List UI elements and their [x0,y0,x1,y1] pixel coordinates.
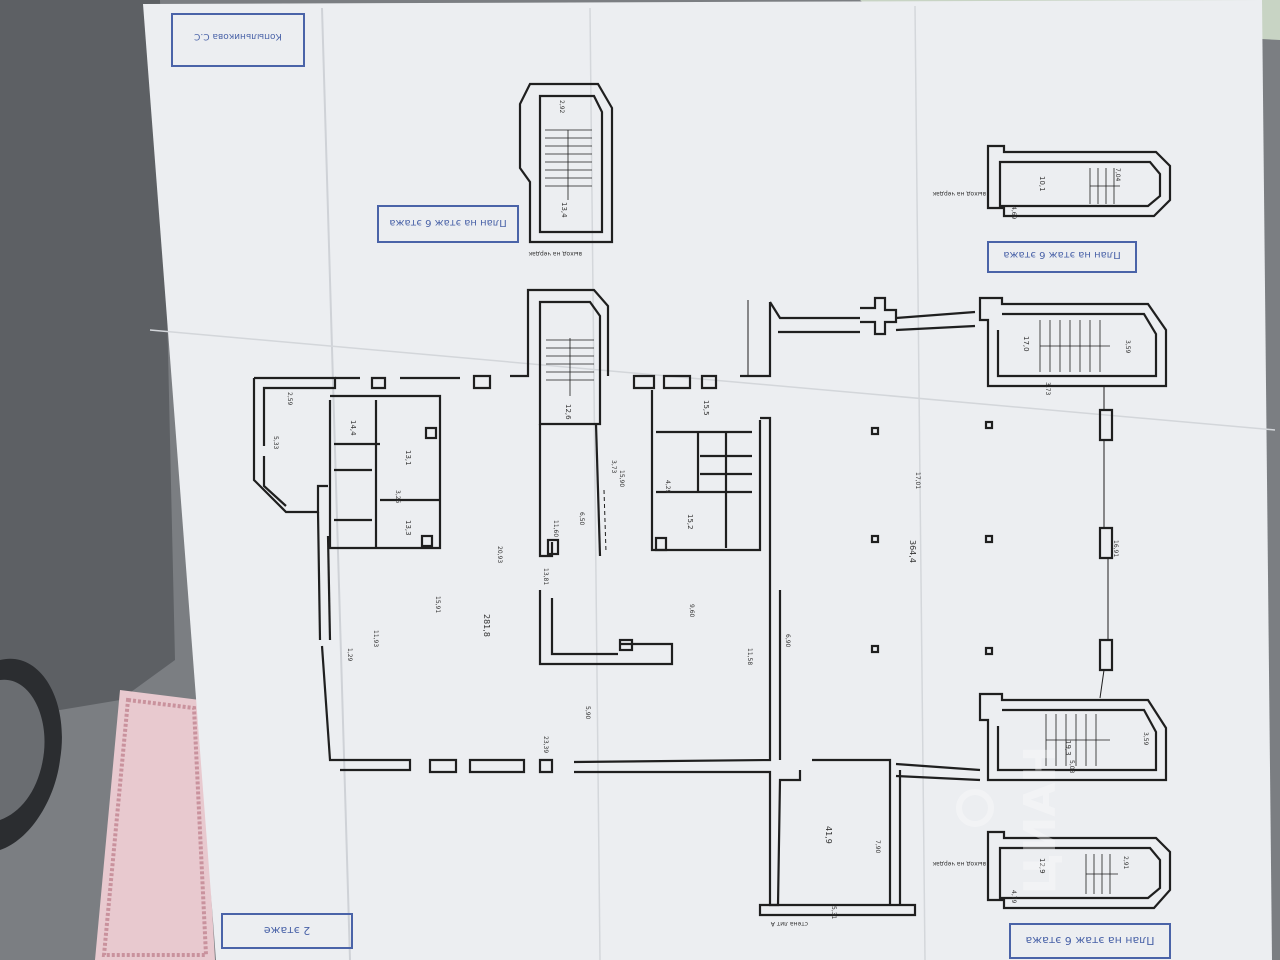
dimension: 3,26 [394,490,401,504]
watermark-text: ЦИАН [1015,746,1066,895]
room-area: 281,8 [482,614,491,637]
room-area: 364,4 [908,540,917,563]
dimension: 23,39 [542,736,549,753]
dimension: 7,90 [874,840,881,854]
stamp-text-bottom-right: План на этаж 6 этажа [1025,934,1154,947]
room-area: 10,1 [1038,176,1046,192]
dimension: 11,60 [552,520,559,537]
dimension: 3,59 [1142,732,1149,746]
stamp-bottom-right: План на этаж 6 этажа [1009,923,1171,959]
room-area: 15,2 [686,514,694,530]
dimension: 4,69 [1010,206,1017,220]
room-area: 14,4 [349,420,357,436]
dimension: 3,59 [1124,340,1131,354]
dimension: 17,01 [914,472,921,489]
dimension: 16,91 [1112,540,1119,557]
dimension: 3,73 [610,460,617,474]
dimension: 5,31 [830,906,837,920]
dimension: 5,90 [584,706,591,720]
stamp-center-top: План на этаж 6 этажа [377,205,519,243]
paper-sheet [143,0,1272,960]
dimension: 2,92 [558,100,565,114]
dimension: 5,08 [1068,760,1075,774]
dimension: 20,93 [496,546,503,563]
dimension: 1,29 [346,648,353,662]
stamp-right-upper: План на этаж 6 этажа [987,241,1137,273]
stamp-bottom-left: 2 этаже [221,913,353,949]
dimension: 3,73 [1044,382,1051,396]
dimension: 6,90 [784,634,791,648]
watermark: ЦИАН [956,746,1066,895]
dark-area-left [0,0,175,720]
room-area: 13,1 [404,450,412,466]
dimension: 11,58 [746,648,753,665]
room-area: 41,9 [824,826,833,844]
dimension: 2,91 [1122,856,1129,870]
exit-roof-label: выход на чердак [932,190,986,197]
dimension: 6,50 [578,512,585,526]
exit-roof-label: выход на чердак [528,250,582,257]
dimension: 2,59 [286,392,293,406]
dimension-labels: 20,93 15,91 11,93 23,39 17,01 13,81 11,5… [272,100,1149,920]
room-area: 13,3 [404,520,412,536]
stamp-text-center-top: План на этаж 6 этажа [389,217,506,228]
dimension: 4,79 [1010,890,1017,904]
dimension: 15,90 [618,470,625,487]
dimension: 4,29 [664,480,671,494]
stamp-text-bottom-left: 2 этаже [264,924,311,937]
floor-plan [252,82,1172,917]
dimension: 9,60 [688,604,695,618]
exit-roof-label: выход на чердак [932,860,986,867]
dimension: 15,91 [434,596,441,613]
room-area: 13,4 [560,202,568,218]
stamp-text-right-upper: План на этаж 6 этажа [1003,249,1120,260]
dimension: 11,93 [372,630,379,647]
room-area: 19,3 [1064,740,1072,756]
certificate-paper [95,690,215,960]
stamp-text-top-left: Копыльникова С.С [194,31,282,41]
room-area: 12,6 [564,404,572,420]
room-labels: 364,4 281,8 41,9 19,3 17,0 12,6 15,5 13,… [349,176,1072,874]
axis-label: стена лит А [770,920,808,927]
dimension: 7,04 [1114,168,1121,182]
dimension: 13,81 [542,568,549,585]
dimension: 5,33 [272,436,279,450]
room-area: 15,5 [702,400,710,416]
room-area: 17,0 [1022,336,1030,352]
stamp-top-left: Копыльникова С.С [171,13,305,67]
stair-block-top [518,82,614,244]
room-area: 12,9 [1038,858,1046,874]
